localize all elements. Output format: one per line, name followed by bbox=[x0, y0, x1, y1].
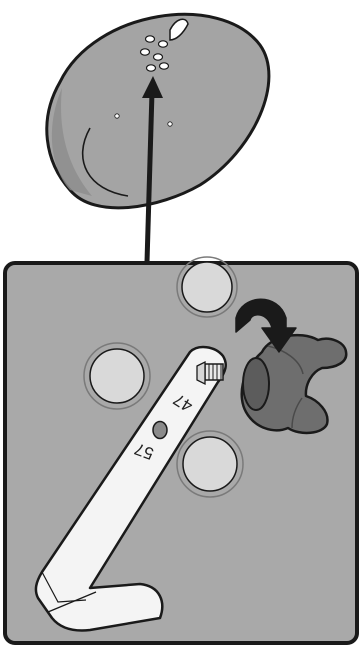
hole-top bbox=[177, 257, 237, 317]
hole-bottom-right bbox=[177, 431, 243, 497]
round-disc-icon bbox=[47, 14, 269, 207]
threaded-bolt-icon bbox=[197, 362, 223, 384]
hole-left bbox=[84, 343, 150, 409]
